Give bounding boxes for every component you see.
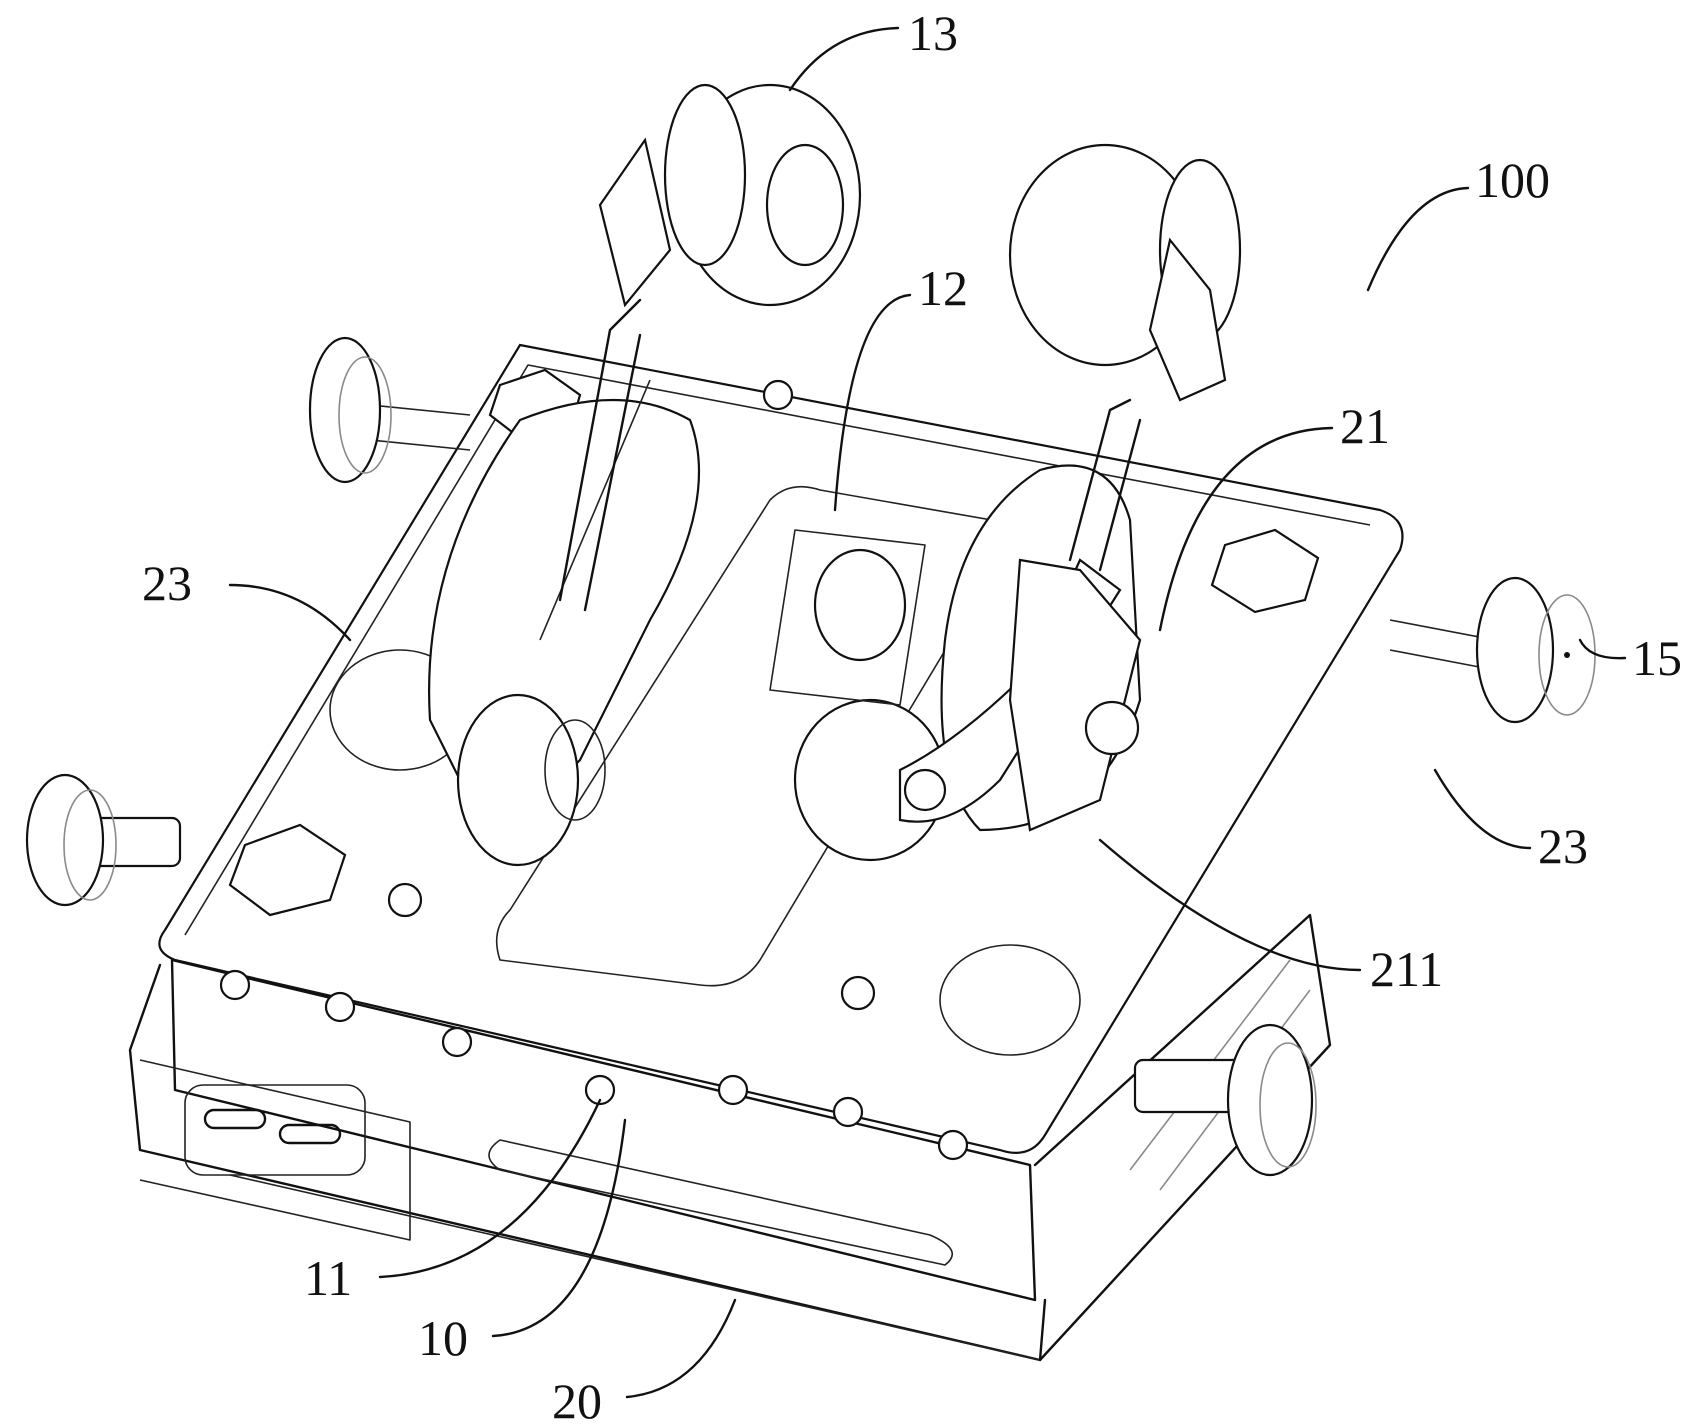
label-100: 100 [1475,152,1550,208]
screws [219,379,969,1161]
left-arm-assembly [428,298,700,867]
label-11: 11 [304,1250,352,1306]
side-wheel-bottom-right [1133,1023,1317,1177]
label-20: 20 [552,1373,602,1428]
label-23-left: 23 [142,555,192,611]
hex-bump [228,823,347,917]
label-211: 211 [1370,941,1443,997]
lower-frame [128,913,1332,1362]
motor [769,529,926,706]
label-15: 15 [1632,630,1682,686]
side-wheel-top-left [308,336,471,484]
side-wheel-left [25,773,182,907]
label-10: 10 [418,1310,468,1366]
top-left-wheel [598,83,862,308]
side-wheel-15 [1389,576,1596,724]
top-right-wheel [1008,143,1242,402]
label-13: 13 [908,5,958,61]
leader-lines [228,26,1627,1399]
label-23-right: 23 [1538,818,1588,874]
label-12: 12 [918,260,968,316]
right-arm-assembly [793,398,1142,862]
hex-bump [1210,528,1320,614]
label-21: 21 [1340,398,1390,454]
